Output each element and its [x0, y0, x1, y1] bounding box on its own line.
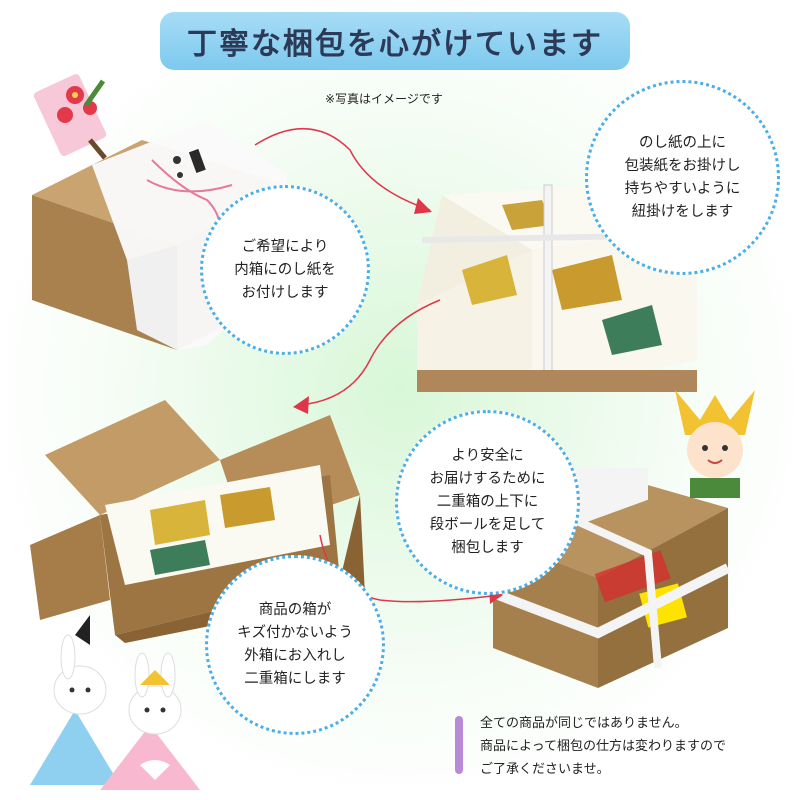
bubble-outer-box: 商品の箱が キズ付かないよう 外箱にお入れし 二重箱にします	[205, 555, 385, 735]
bubble-noshi: ご希望により 内箱にのし紙を お付けします	[200, 185, 370, 355]
samurai-character-icon	[675, 390, 755, 498]
bubble-safety: より安全に お届けするために 二重箱の上下に 段ボールを足して 梱包します	[395, 410, 580, 595]
photo-note: ※写真はイメージです	[325, 92, 443, 106]
bubble-wrap: のし紙の上に 包装紙をお掛けし 持ちやすいように 紐掛けをします	[585, 80, 780, 275]
double-box-strapped	[491, 468, 731, 688]
rabbit-dolls-icon	[30, 615, 200, 790]
hina-ornament-icon	[33, 74, 107, 160]
footer-accent-bar	[455, 716, 463, 774]
page-title: 丁寧な梱包を心がけています	[160, 12, 630, 70]
footer-note: 全ての商品が同じではありません。 商品によって梱包の仕方は変わりますので ご了承…	[480, 716, 726, 777]
